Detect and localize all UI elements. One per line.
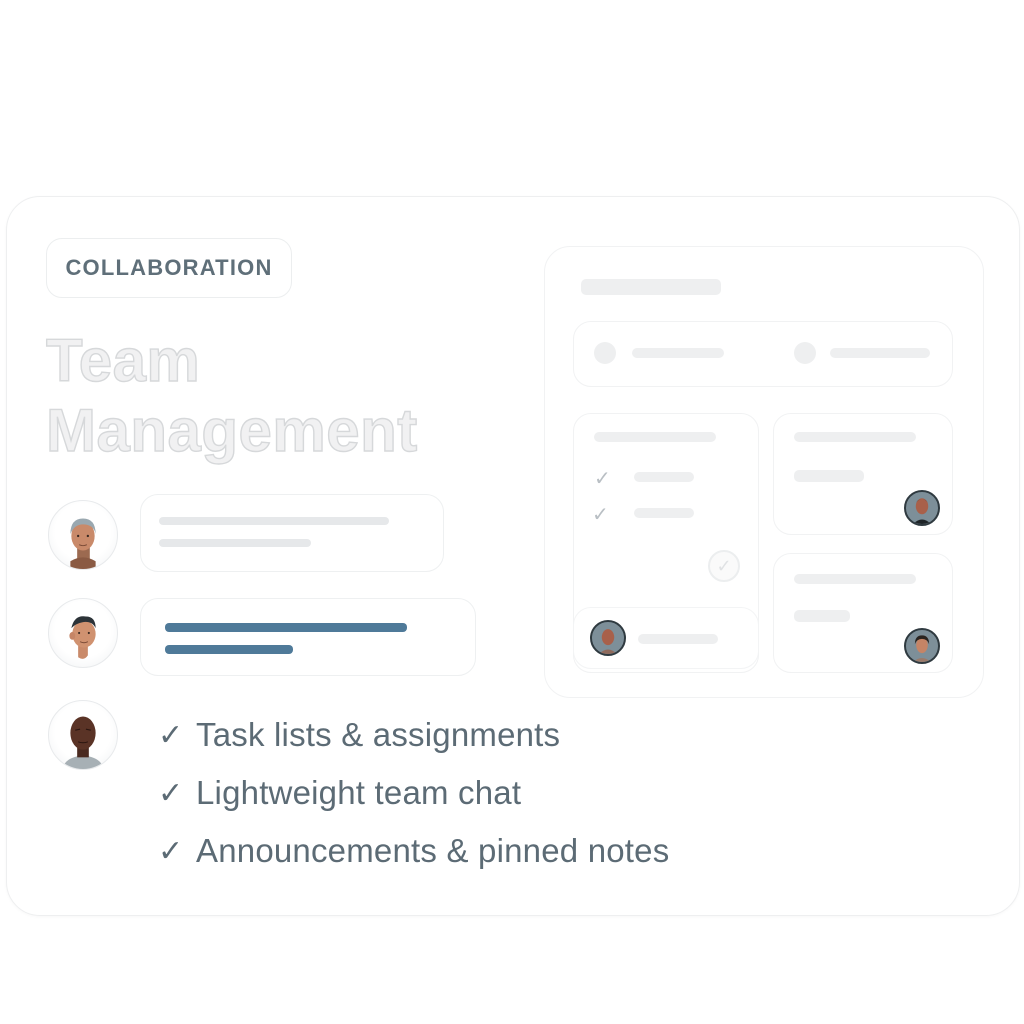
feature-label: Lightweight team chat — [196, 774, 522, 811]
announcement-avatar — [904, 628, 940, 664]
task-check-icon: ✓ — [594, 468, 611, 490]
task-check-icon: ✓ — [592, 504, 609, 526]
title-line-2: Management — [45, 396, 418, 464]
feature-item-announcements: ✓ Announcements & pinned notes — [158, 822, 669, 880]
page-title: Team Management — [45, 326, 418, 466]
task-item-bar — [634, 472, 694, 482]
channel-icon — [794, 342, 816, 364]
check-icon: ✓ — [158, 718, 184, 752]
person-icon — [599, 629, 617, 654]
avatar-gray-hair-icon — [70, 518, 96, 569]
chat-avatar — [904, 490, 940, 526]
chat-message-bar — [794, 470, 864, 482]
complete-check-icon: ✓ — [708, 550, 740, 582]
avatar-dark-hair-icon — [69, 616, 96, 659]
category-tag-label: COLLABORATION — [65, 255, 273, 280]
chat-title-bar — [794, 432, 916, 442]
check-icon: ✓ — [158, 834, 184, 868]
feature-label: Task lists & assignments — [196, 716, 561, 753]
feature-label: Announcements & pinned notes — [196, 832, 670, 869]
feature-list: ✓ Task lists & assignments ✓ Lightweight… — [158, 706, 669, 880]
title-line-1: Team — [45, 326, 201, 394]
assignee-avatar — [590, 620, 626, 656]
task-item-bar — [634, 508, 694, 518]
avatar-member-1 — [48, 500, 118, 570]
preview-announcement-card — [773, 553, 953, 673]
message-line — [159, 517, 389, 525]
person-icon — [913, 498, 931, 524]
assignee-name-bar — [638, 634, 718, 644]
person-icon — [913, 635, 931, 662]
check-icon: ✓ — [158, 776, 184, 810]
avatar-member-3 — [48, 700, 118, 770]
message-bubble-2[interactable] — [140, 598, 476, 676]
message-bubble-1[interactable] — [140, 494, 444, 572]
category-tag: COLLABORATION — [46, 238, 292, 298]
preview-assignee-row — [573, 607, 759, 669]
preview-channel-row — [573, 321, 953, 387]
announcement-line-bar — [794, 610, 850, 622]
preview-header-bar — [581, 279, 721, 295]
avatar-bald-dark-skin-icon — [62, 716, 104, 769]
feature-item-tasks: ✓ Task lists & assignments — [158, 706, 669, 764]
message-line — [159, 539, 311, 547]
avatar-member-2 — [48, 598, 118, 668]
channel-name-bar — [830, 348, 930, 358]
channel-name-bar — [632, 348, 724, 358]
feature-item-chat: ✓ Lightweight team chat — [158, 764, 669, 822]
preview-chat-card — [773, 413, 953, 535]
message-line-highlighted — [165, 623, 407, 632]
announcement-title-bar — [794, 574, 916, 584]
task-title-bar — [594, 432, 716, 442]
app-preview-panel: ✓ ✓ ✓ — [544, 246, 984, 698]
message-line-highlighted — [165, 645, 293, 654]
channel-icon — [594, 342, 616, 364]
